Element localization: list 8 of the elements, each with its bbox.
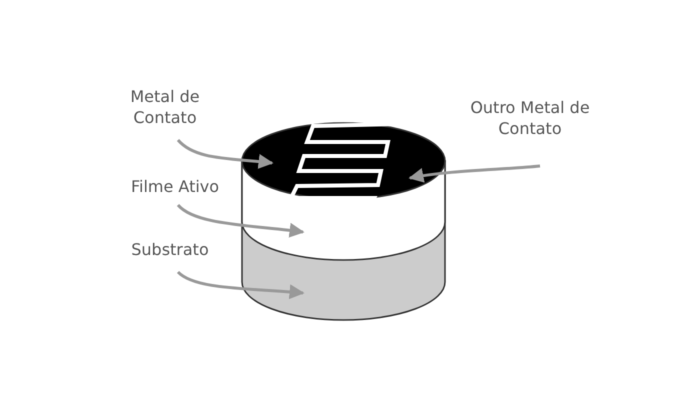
callout-label: Filme Ativo (130, 176, 220, 197)
leader-arrow (176, 138, 274, 169)
leader-arrow (177, 270, 304, 300)
leader-arrow (408, 164, 540, 183)
callout-label: Substrato (131, 239, 209, 260)
callout-label: Metal de Contato (129, 86, 201, 128)
leader-arrow (176, 204, 304, 238)
callout-label: Outro Metal de Contato (469, 97, 591, 139)
